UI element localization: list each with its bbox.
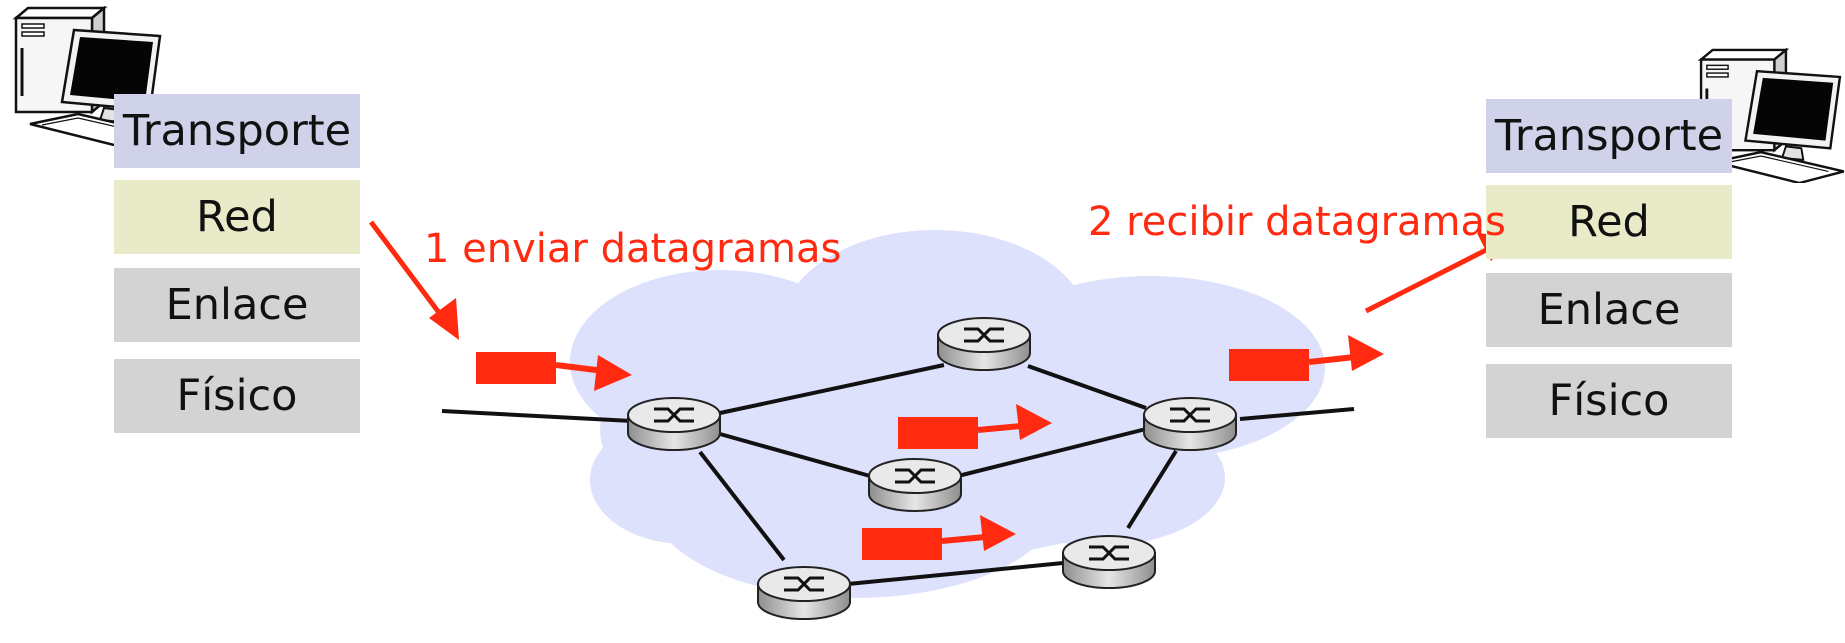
link-r1-r5 — [698, 450, 786, 562]
right-layer-physical: Físico — [1486, 364, 1732, 438]
router-icon — [756, 565, 852, 621]
network-links — [441, 363, 1355, 586]
layer-label: Enlace — [165, 280, 309, 330]
datagram-packet — [476, 352, 632, 391]
layer-label: Físico — [176, 371, 298, 421]
datagrams — [476, 335, 1384, 560]
layer-label: Físico — [1548, 376, 1670, 426]
layer-label: Transporte — [1494, 111, 1724, 161]
layer-label: Enlace — [1537, 285, 1681, 335]
link-r1-r3 — [719, 432, 871, 478]
left-layer-network: Red — [114, 180, 360, 254]
layer-label: Transporte — [122, 106, 352, 156]
left-layer-transport: Transporte — [114, 94, 360, 168]
receive-step-label: 2 recibir datagramas — [1088, 199, 1506, 245]
datagram-packet — [862, 515, 1016, 560]
link-r2-r4 — [1027, 364, 1147, 410]
left-layer-physical: Físico — [114, 359, 360, 433]
right-layer-transport: Transporte — [1486, 99, 1732, 173]
send-step-label: 1 enviar datagramas — [424, 226, 842, 272]
link-r1-r2 — [719, 363, 945, 415]
router-icon — [936, 316, 1032, 372]
router-icon — [1061, 534, 1157, 590]
router-icon — [867, 457, 963, 513]
link-r3-r4 — [957, 427, 1147, 478]
router-icon — [1142, 396, 1238, 452]
right-layer-link: Enlace — [1486, 273, 1732, 347]
datagram-packet — [898, 404, 1052, 449]
link-r6-r4 — [1126, 449, 1178, 530]
datagram-packet — [1229, 335, 1384, 381]
left-layer-link: Enlace — [114, 268, 360, 342]
link-r5-r6 — [847, 561, 1064, 586]
link-left-access — [441, 409, 633, 423]
right-layer-network: Red — [1486, 185, 1732, 259]
send-arrow — [369, 220, 459, 340]
layer-label: Red — [1568, 197, 1650, 247]
link-right-access — [1239, 407, 1355, 421]
router-icon — [626, 396, 722, 452]
layer-label: Red — [196, 192, 278, 242]
